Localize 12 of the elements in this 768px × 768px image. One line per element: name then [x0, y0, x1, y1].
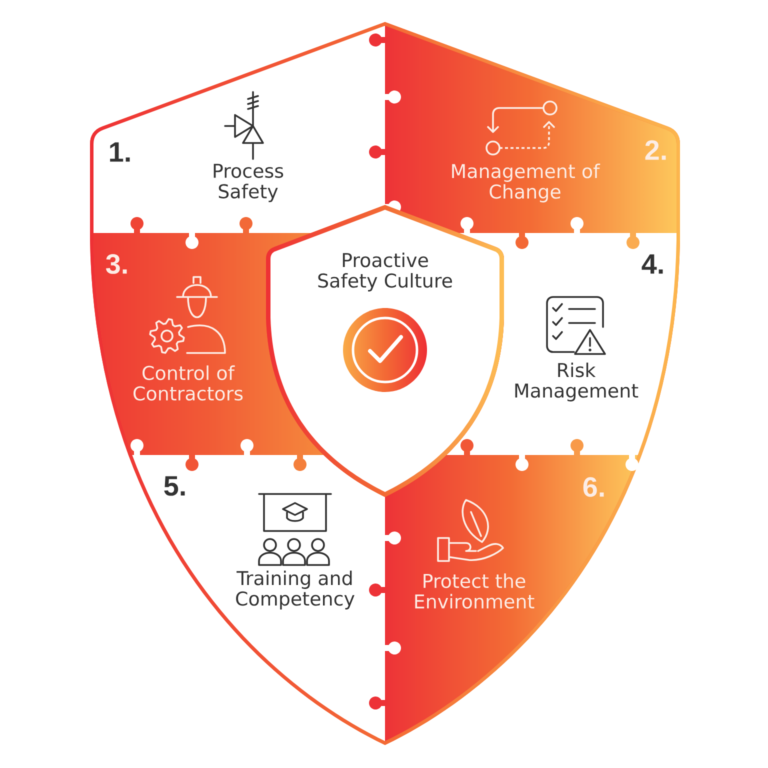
section-label: Process Safety: [214, 164, 284, 202]
step-number: 2.: [645, 140, 666, 160]
section-label: Risk Management: [515, 362, 638, 402]
step-number: 3.: [106, 254, 127, 274]
step-number: 1.: [110, 142, 130, 162]
section-label: Management of Change: [452, 164, 600, 202]
section-label: Protect the Environment: [415, 573, 534, 609]
step-number: 6.: [583, 477, 604, 497]
section-label: Training and Competency: [236, 570, 354, 610]
section-label: Control of Contractors: [134, 365, 243, 401]
step-number: 4.: [642, 254, 663, 274]
step-number: 5.: [164, 476, 185, 496]
